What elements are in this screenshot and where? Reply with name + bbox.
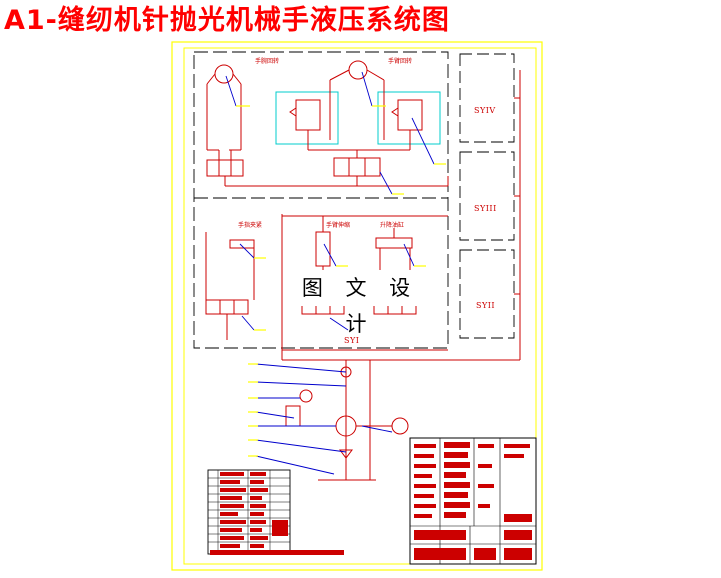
station-boundary-sy3 — [459, 151, 515, 241]
label-lift-cylinder: 升降油缸 — [380, 222, 405, 229]
station-label-sy4: SYIV — [474, 106, 496, 115]
title-block — [409, 437, 537, 565]
label-arm-rotate: 手臂回转 — [388, 58, 413, 65]
drawing-title: A1-缝纫机针抛光机械手液压系统图 — [4, 5, 450, 36]
circuit-lines — [205, 60, 521, 481]
label-wrist-rotate: 手腕回转 — [255, 58, 280, 65]
label-finger-clamp: 手指夹紧 — [238, 222, 263, 229]
watermark-text: 图 文 设 计 — [292, 270, 428, 336]
pressure-valve-box-left — [275, 91, 339, 145]
inner-frame — [183, 47, 537, 565]
station-boundary-sy2 — [459, 249, 515, 339]
station-boundary-sy4 — [459, 53, 515, 143]
station-label-sy3: SYIII — [474, 204, 497, 213]
label-arm-telescope: 手臂伸缩 — [326, 222, 351, 229]
station-label-sy1: SYI — [344, 336, 359, 345]
station-boundary-main — [193, 51, 449, 349]
callout-tabs — [236, 105, 446, 457]
leader-lines — [225, 71, 435, 475]
pressure-valve-box-right — [377, 91, 441, 145]
parts-list — [207, 469, 344, 555]
station-label-sy2: SYII — [476, 301, 496, 310]
outer-frame — [171, 41, 543, 571]
